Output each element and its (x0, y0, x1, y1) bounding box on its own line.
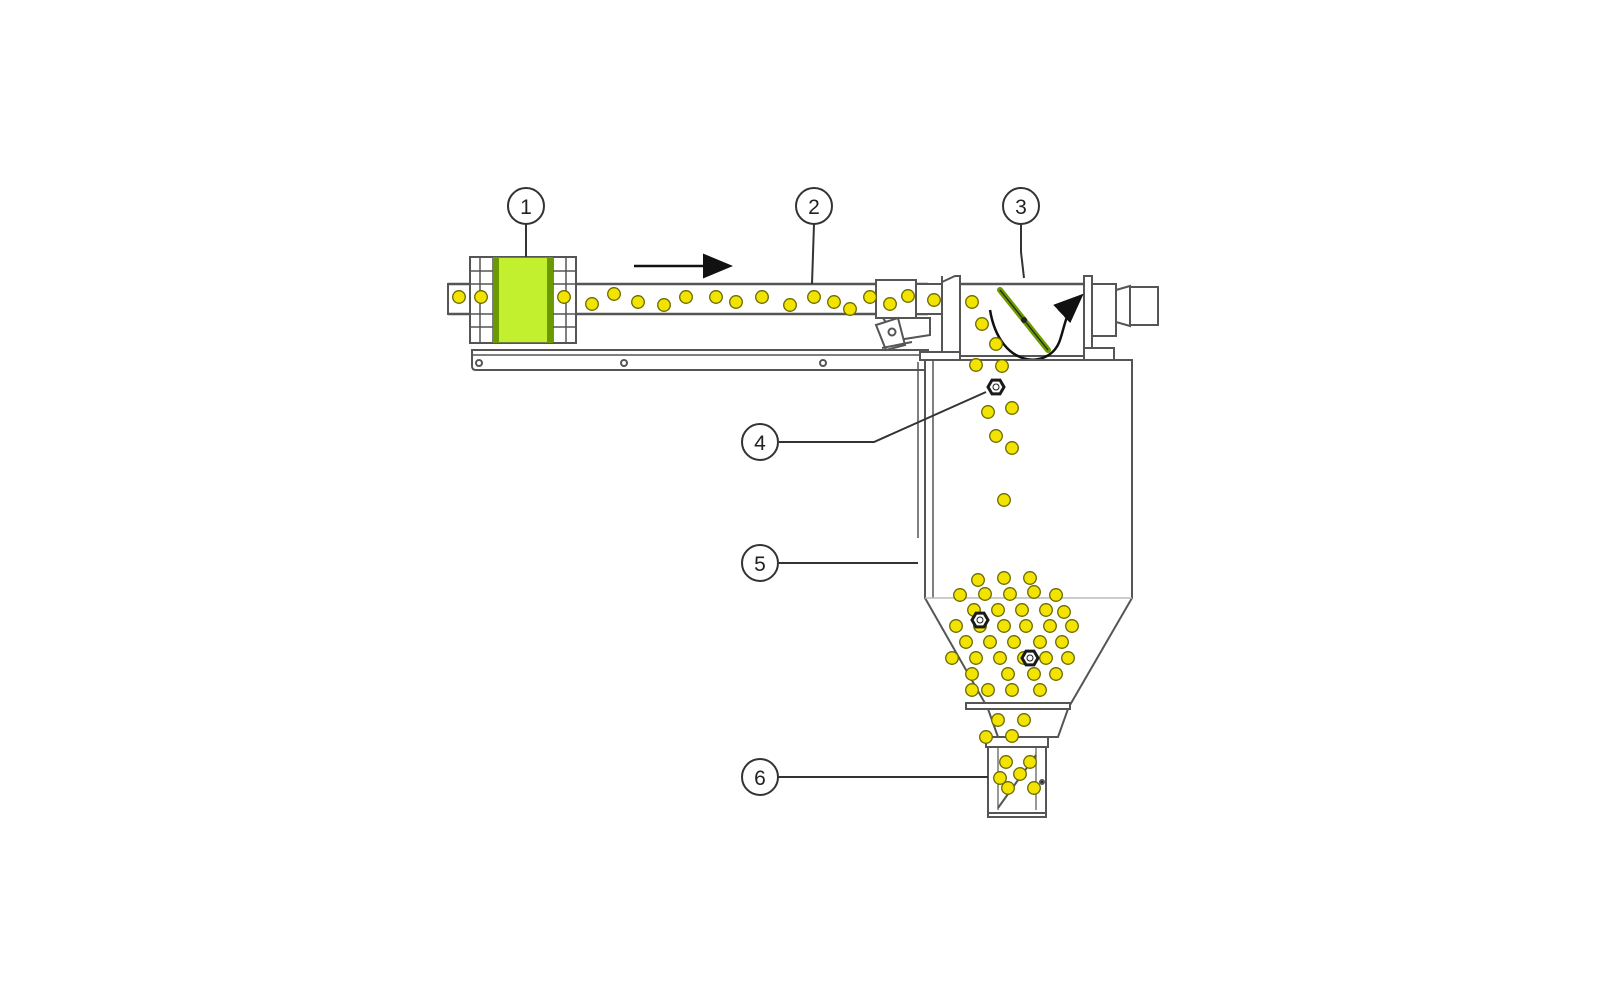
granule (983, 635, 997, 649)
granule (843, 302, 857, 316)
granule (827, 295, 841, 309)
granule (1023, 571, 1037, 585)
granule (1017, 713, 1031, 727)
separator-head (919, 275, 1159, 361)
granule (989, 429, 1003, 443)
granule (975, 317, 989, 331)
granule (1003, 587, 1017, 601)
granule (981, 683, 995, 697)
callout-2: 2 (795, 187, 833, 225)
hex-nut-icon (1020, 649, 1040, 667)
granule (1023, 755, 1037, 769)
granule (1049, 588, 1063, 602)
granule (1039, 651, 1053, 665)
callout-number: 1 (520, 196, 532, 219)
granule (991, 713, 1005, 727)
granule (1033, 683, 1047, 697)
granule (1027, 585, 1041, 599)
granule (607, 287, 621, 301)
granule (1027, 781, 1041, 795)
granule (997, 619, 1011, 633)
granule (631, 295, 645, 309)
callout-6: 6 (741, 758, 779, 796)
granule (993, 771, 1007, 785)
granule (1027, 667, 1041, 681)
callout-number: 4 (754, 432, 766, 455)
granule (978, 587, 992, 601)
granule (1065, 619, 1079, 633)
callout-4: 4 (741, 423, 779, 461)
support-bracket (874, 316, 931, 352)
granules (452, 287, 1079, 795)
granule (585, 297, 599, 311)
callout-number: 2 (808, 196, 820, 219)
granule (969, 358, 983, 372)
granule (999, 755, 1013, 769)
granule (883, 297, 897, 311)
granule (755, 290, 769, 304)
granule (1015, 603, 1029, 617)
granule (1005, 401, 1019, 415)
granule (991, 603, 1005, 617)
hex-nut-icon (970, 611, 990, 629)
callout-number: 6 (754, 767, 766, 790)
granule (729, 295, 743, 309)
granule (971, 573, 985, 587)
granule (1057, 605, 1071, 619)
granule (1043, 619, 1057, 633)
granule (657, 298, 671, 312)
granule (927, 293, 941, 307)
granule (953, 588, 967, 602)
curved-arrow-icon (988, 293, 1084, 361)
granule (1061, 651, 1075, 665)
granule (474, 290, 488, 304)
granule (959, 635, 973, 649)
granule (1001, 781, 1015, 795)
base-rail (471, 349, 929, 371)
granule (979, 730, 993, 744)
granule (997, 571, 1011, 585)
granule (1005, 441, 1019, 455)
granule (995, 359, 1009, 373)
granule (989, 337, 1003, 351)
granule (1055, 635, 1069, 649)
granule (965, 683, 979, 697)
granule (1005, 683, 1019, 697)
granule (1001, 667, 1015, 681)
granule (969, 651, 983, 665)
granule (945, 651, 959, 665)
granule (965, 295, 979, 309)
granule (1039, 603, 1053, 617)
granule (965, 667, 979, 681)
granule (679, 290, 693, 304)
granule (901, 289, 915, 303)
callout-3: 3 (1002, 187, 1040, 225)
hex-nut-icon (986, 378, 1006, 396)
callout-number: 3 (1015, 196, 1027, 219)
granule (1005, 729, 1019, 743)
granule (1033, 635, 1047, 649)
granule (807, 290, 821, 304)
leader-lines (525, 223, 1025, 778)
granule (993, 651, 1007, 665)
granule (1049, 667, 1063, 681)
granule (1007, 635, 1021, 649)
callout-5: 5 (741, 544, 779, 582)
granule (981, 405, 995, 419)
contaminants (970, 378, 1040, 667)
callout-number: 5 (754, 553, 766, 576)
granule (557, 290, 571, 304)
granule (997, 493, 1011, 507)
granule (949, 619, 963, 633)
granule (1013, 767, 1027, 781)
granule (1019, 619, 1033, 633)
callout-1: 1 (507, 187, 545, 225)
granule (863, 290, 877, 304)
granule (452, 290, 466, 304)
granule (783, 298, 797, 312)
deflector-plate (997, 287, 1051, 353)
granule (709, 290, 723, 304)
